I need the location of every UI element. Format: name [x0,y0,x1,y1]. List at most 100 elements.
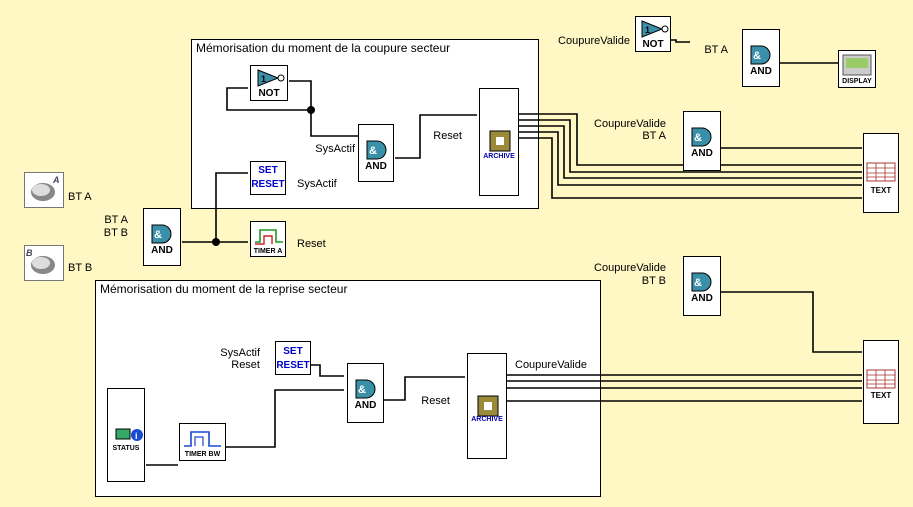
and-gate-icon: & [750,45,771,65]
archive-icon [477,395,499,417]
button-bt-b[interactable]: B [24,245,64,281]
text-block[interactable]: TEXT [863,133,899,213]
set-label: SET [258,165,278,176]
wire [519,137,862,199]
svg-text:&: & [694,277,702,289]
wire [395,114,477,159]
archive-icon [489,130,511,152]
button-letter: A [53,175,60,185]
svg-text:&: & [154,229,162,241]
push-button-icon [31,183,55,201]
and-gate[interactable]: & AND [742,29,780,87]
timer-a-block[interactable]: TIMER A [250,221,286,257]
and-gate-icon: & [691,127,712,147]
input-label: BT A [104,214,128,226]
svg-text:i: i [135,431,138,441]
text-label: TEXT [870,186,892,195]
display-block[interactable]: DISPLAY [838,50,876,88]
input-label: CoupureValide [558,35,630,47]
input-label: SysActif [315,143,355,155]
reset-label: RESET [276,360,310,371]
gate-label: AND [151,245,173,256]
and-gate[interactable]: & AND [683,111,721,171]
group-title: Mémorisation du moment de la reprise sec… [100,282,348,296]
archive-block[interactable]: ARCHIVE [467,353,507,459]
output-label: BT B [68,262,93,274]
output-label: SysActif [297,178,337,190]
reset-label: RESET [251,179,285,190]
wire [519,125,862,179]
not-gate-icon: 1 [257,69,285,87]
status-icon: i [115,428,143,441]
svg-text:&: & [358,384,366,396]
input-label: CoupureValide [594,262,666,274]
text-table-icon [866,162,896,182]
svg-text:1: 1 [645,25,650,35]
wire [310,364,344,377]
and-gate[interactable]: & AND [347,363,384,423]
input-label: Reset [421,395,450,407]
gate-label: NOT [642,39,664,50]
archive-label: ARCHIVE [483,153,515,160]
status-label: STATUS [112,445,140,452]
input-label: CoupureValide [594,118,666,130]
lcd-display-icon [842,54,872,76]
gate-label: AND [365,161,387,172]
status-block[interactable]: i STATUS [107,388,145,482]
text-block[interactable]: TEXT [863,340,899,424]
button-bt-a[interactable]: A [24,172,64,208]
svg-text:&: & [753,50,761,62]
archive-block[interactable]: ARCHIVE [479,88,519,196]
gate-label: AND [691,148,713,159]
output-label: Reset [297,238,326,250]
not-gate[interactable]: 1 NOT [635,16,671,52]
text-label: TEXT [870,391,892,400]
input-label: BT A [704,44,728,56]
input-label: BT B [103,227,128,239]
input-label: Reset [231,359,260,371]
set-label: SET [283,346,303,357]
push-button-icon [31,256,55,274]
junction-dot [307,106,315,114]
output-label: BT A [68,191,92,203]
display-label: DISPLAY [842,78,872,85]
wire [519,119,862,173]
output-label: CoupureValide [515,359,587,371]
wire [671,39,690,43]
button-letter: B [26,248,33,258]
timer-bw-block[interactable]: TIMER BW [179,423,226,461]
svg-text:&: & [369,145,377,157]
input-label: SysActif [220,347,260,359]
wire [384,376,465,401]
not-gate[interactable]: 1 NOT [250,65,288,101]
gate-label: NOT [258,88,280,99]
wire [720,291,862,353]
archive-label: ARCHIVE [471,416,503,423]
and-gate[interactable]: & AND [683,256,721,316]
and-gate-icon: & [355,379,376,399]
set-reset-block[interactable]: SET RESET [275,341,311,375]
junction-dot [212,238,220,246]
input-label: BT B [641,275,666,287]
and-gate-icon: & [366,140,387,160]
wire [226,80,312,111]
gate-label: AND [354,400,377,411]
text-table-icon [866,369,896,389]
set-reset-block[interactable]: SET RESET [250,161,286,195]
timer-label: TIMER A [253,248,283,255]
and-gate[interactable]: & AND [358,124,394,182]
svg-text:&: & [694,132,702,144]
wire [182,172,248,243]
input-label: Reset [433,130,462,142]
wire [519,131,862,186]
not-gate-icon: 1 [641,20,669,38]
svg-text:1: 1 [261,74,266,84]
and-gate-icon: & [691,272,712,292]
and-gate[interactable]: & AND [143,208,181,266]
and-gate-icon: & [151,224,172,244]
wire [310,110,358,137]
timer-label: TIMER BW [184,451,221,458]
wire [226,389,344,448]
gate-label: AND [691,293,713,304]
